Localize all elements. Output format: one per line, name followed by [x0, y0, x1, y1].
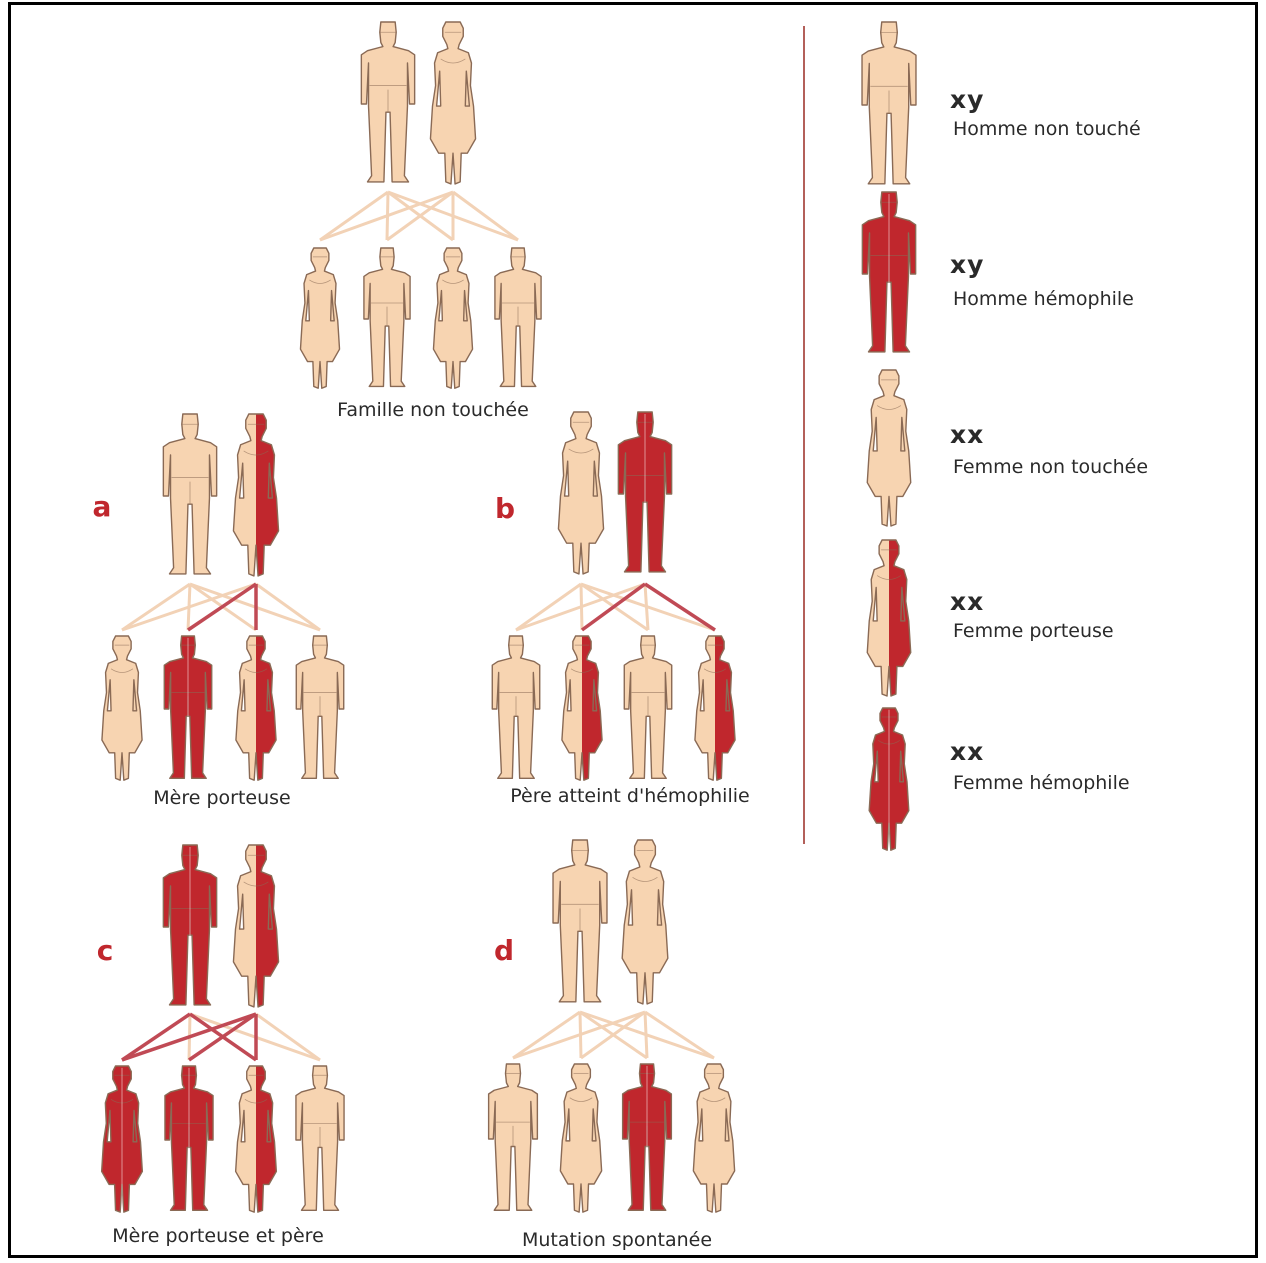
daughter-figure	[693, 1064, 734, 1212]
legend-figure-female-carrier	[867, 540, 910, 696]
family-caption: Famille non touchée	[337, 399, 529, 421]
legend-label: Femme hémophile	[953, 772, 1130, 794]
family-letter: a	[93, 490, 112, 523]
legend-figure-male-affected	[862, 192, 915, 352]
connector-line	[645, 1012, 714, 1058]
connector-line	[516, 584, 581, 630]
daughter-figure	[102, 1066, 143, 1212]
connector-line	[122, 1014, 190, 1060]
connector-line	[320, 192, 388, 240]
family-a-connectors	[122, 584, 320, 630]
mother-figure	[430, 22, 475, 184]
son-figure	[296, 1066, 344, 1210]
daughter-figure	[433, 248, 472, 388]
son-figure	[164, 636, 211, 778]
legend-genotype: xy	[950, 250, 984, 279]
legend-genotype: xx	[950, 587, 984, 616]
legend-figure-female-affected	[869, 708, 909, 850]
son-figure	[489, 1064, 538, 1210]
family-caption: Mère porteuse	[153, 787, 290, 809]
daughter-figure	[560, 1064, 601, 1212]
daughter-figure	[236, 636, 276, 780]
connector-line	[453, 192, 518, 240]
legend-figure-male-unaffected	[862, 22, 916, 184]
family-unaffected-connectors	[320, 192, 518, 240]
son-figure	[165, 1066, 213, 1210]
son-figure	[364, 248, 410, 386]
father-figure	[361, 22, 414, 182]
connector-line	[256, 1014, 320, 1060]
legend-label: Femme porteuse	[953, 620, 1114, 642]
legend-label: Femme non touchée	[953, 456, 1148, 478]
legend-label: Homme non touché	[953, 118, 1141, 140]
legend-figure-female-unaffected	[867, 370, 910, 526]
mother-figure	[233, 414, 278, 576]
son-figure	[492, 636, 539, 778]
family-b-connectors	[516, 584, 715, 630]
father-figure	[163, 845, 216, 1005]
connector-line	[645, 1012, 647, 1058]
daughter-figure	[562, 636, 602, 780]
daughter-figure	[236, 1066, 277, 1212]
mother-figure	[233, 845, 278, 1007]
mother-figure	[622, 840, 668, 1004]
daughter-figure	[695, 636, 735, 780]
daughter-figure	[300, 248, 339, 388]
legend-genotype: xx	[950, 737, 984, 766]
son-figure	[296, 636, 343, 778]
family-caption: Père atteint d'hémophilie	[510, 785, 749, 807]
family-d-connectors	[513, 1012, 714, 1058]
legend-genotype: xx	[950, 420, 984, 449]
daughter-figure	[102, 636, 142, 780]
family-c-connectors	[122, 1014, 320, 1060]
family-letter: d	[494, 934, 514, 967]
connector-line	[256, 584, 320, 630]
connector-line	[122, 584, 190, 630]
family-caption: Mutation spontanée	[522, 1229, 712, 1251]
family-caption: Mère porteuse et père	[112, 1225, 324, 1247]
father-figure	[618, 412, 671, 572]
connector-line	[645, 584, 648, 630]
son-figure	[623, 1064, 672, 1210]
family-letter: b	[495, 492, 515, 525]
mother-figure	[558, 412, 603, 574]
father-figure	[163, 414, 216, 574]
father-figure	[553, 840, 607, 1002]
connector-line	[513, 1012, 580, 1058]
legend-label: Homme hémophile	[953, 288, 1134, 310]
family-letter: c	[97, 934, 114, 967]
connector-line	[645, 584, 715, 630]
legend-genotype: xy	[950, 85, 984, 114]
son-figure	[495, 248, 541, 386]
son-figure	[624, 636, 671, 778]
